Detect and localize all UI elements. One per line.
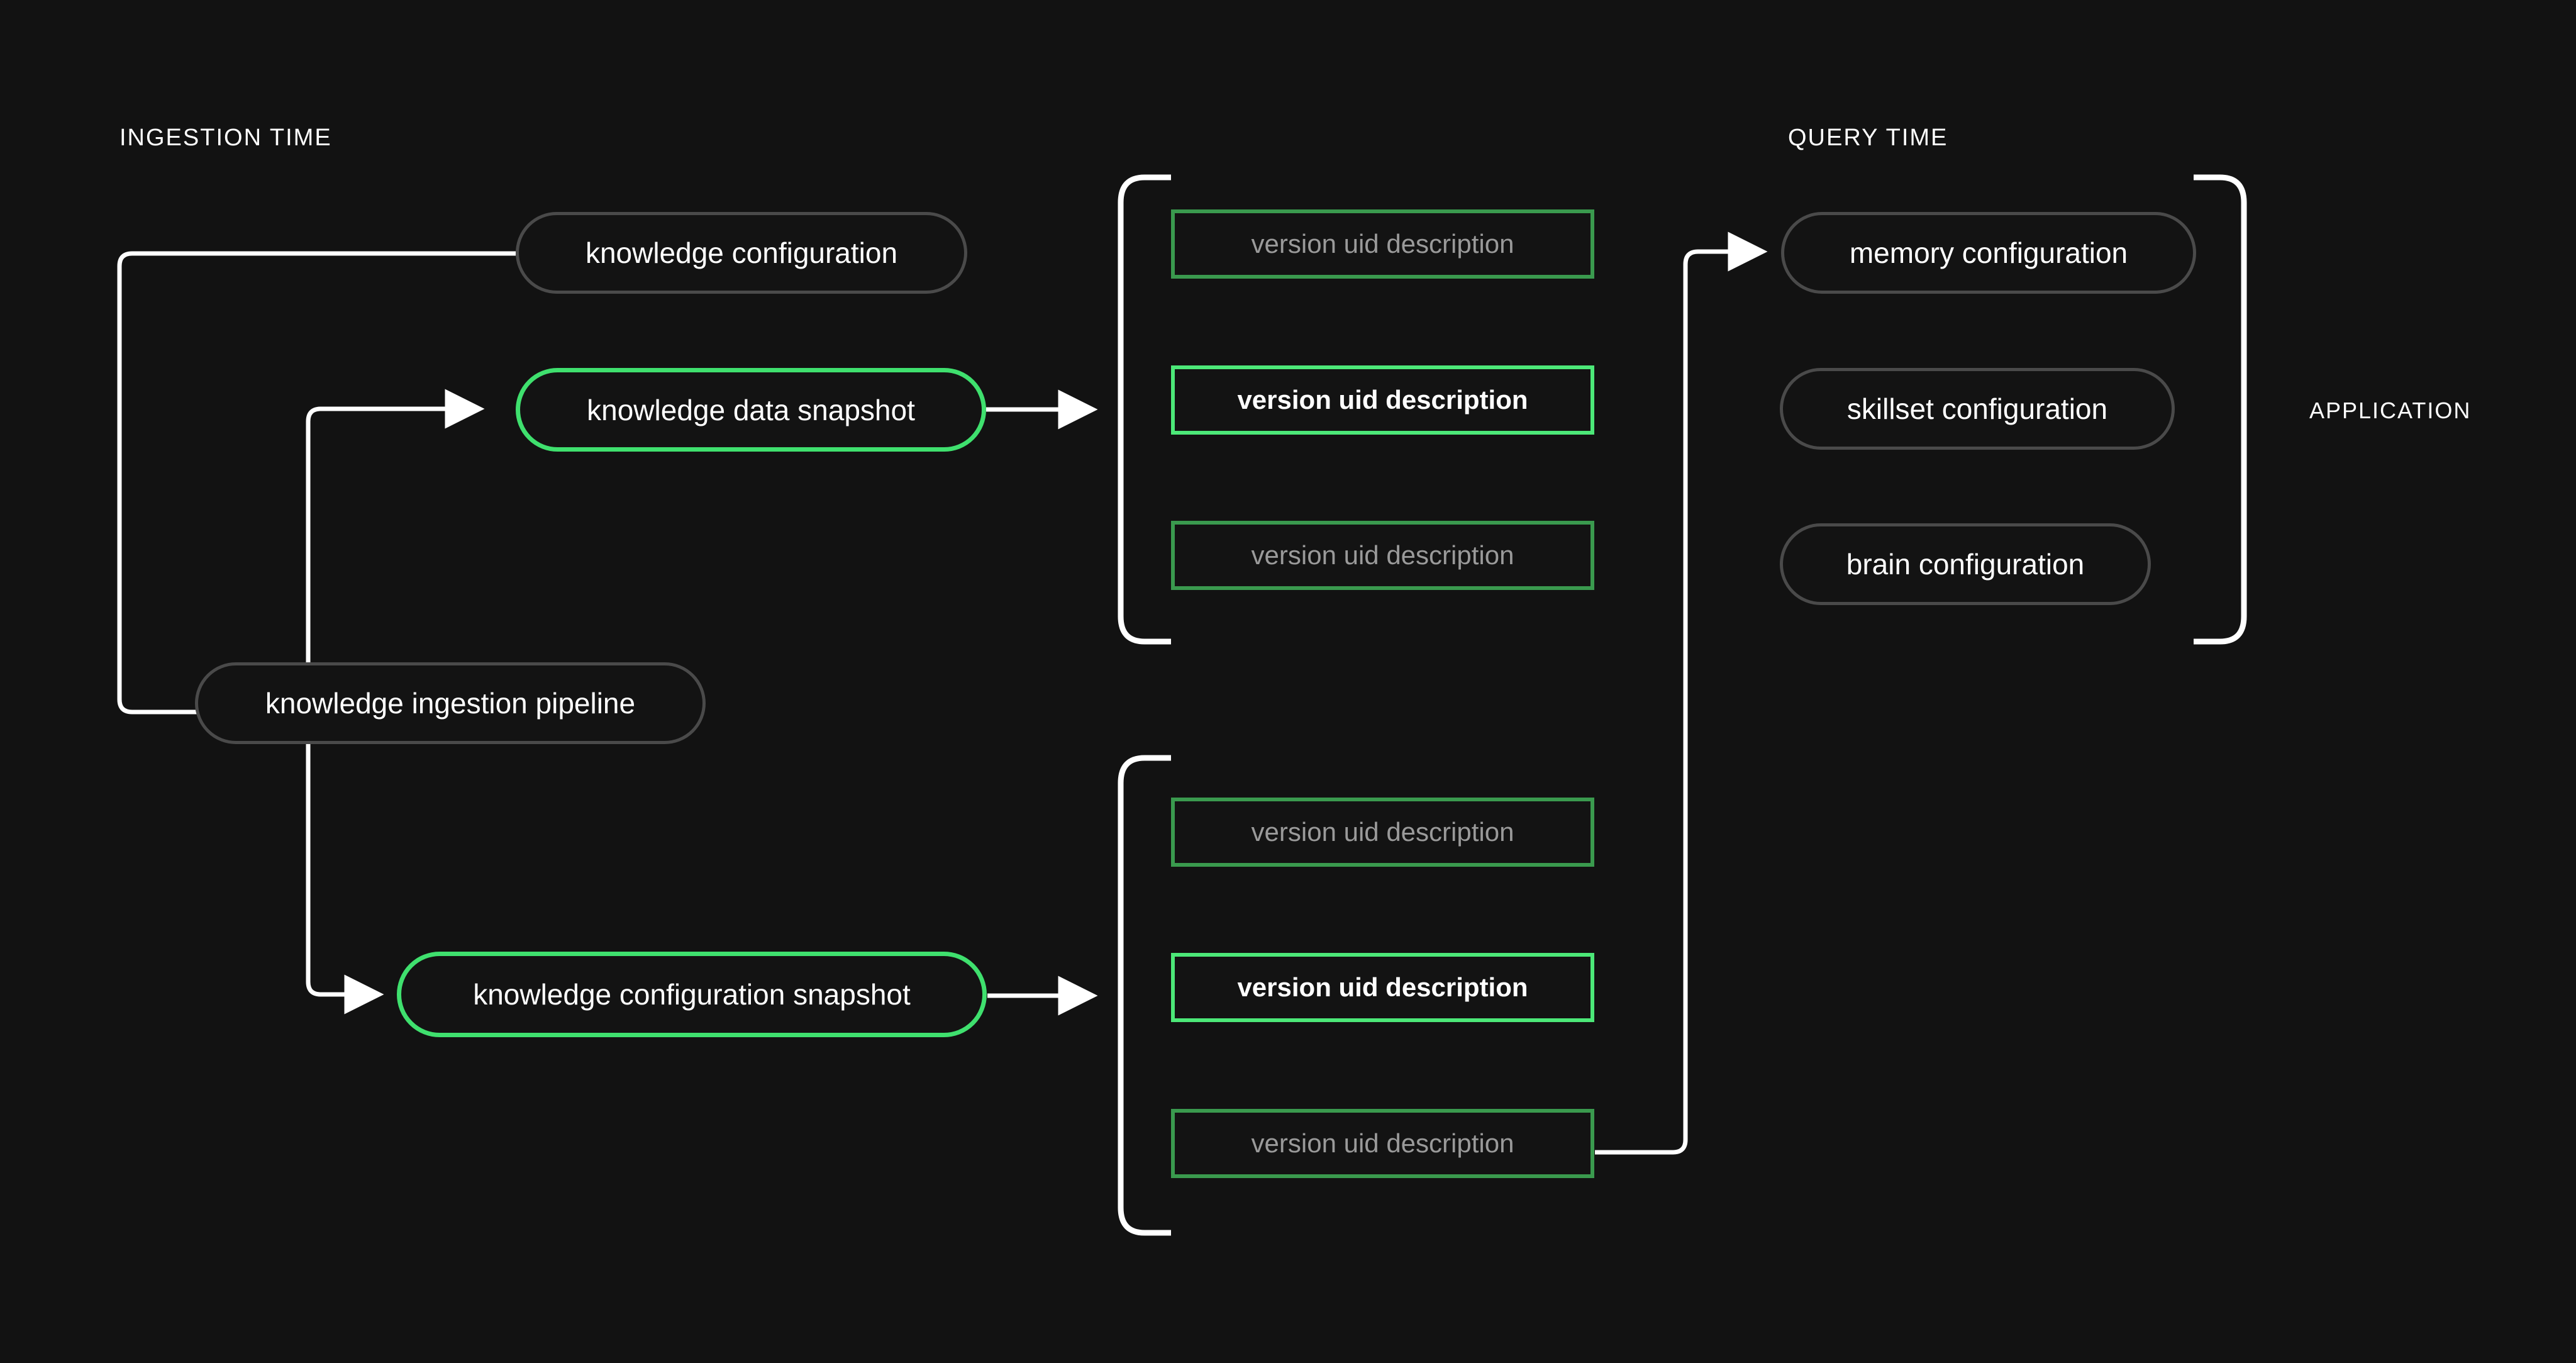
- label-query-time: QUERY TIME: [1788, 125, 1948, 151]
- node-knowledge-configuration-snapshot-label: knowledge configuration snapshot: [473, 978, 911, 1011]
- version-record[interactable]: version uid description: [1171, 521, 1594, 590]
- version-record-label: version uid description: [1251, 817, 1514, 847]
- node-knowledge-data-snapshot-label: knowledge data snapshot: [587, 393, 915, 426]
- node-skillset-configuration-label: skillset configuration: [1846, 392, 2108, 425]
- node-brain-configuration[interactable]: brain configuration: [1780, 523, 2151, 605]
- node-memory-configuration[interactable]: memory configuration: [1781, 212, 2196, 294]
- wire-version-to-memory-configuration: [1595, 231, 1768, 1155]
- node-knowledge-ingestion-pipeline[interactable]: knowledge ingestion pipeline: [195, 662, 706, 744]
- version-record-active[interactable]: version uid description: [1171, 365, 1594, 435]
- version-record-active[interactable]: version uid description: [1171, 953, 1594, 1022]
- version-record-label: version uid description: [1251, 1128, 1514, 1158]
- node-knowledge-configuration[interactable]: knowledge configuration: [516, 212, 967, 294]
- version-record-label: version uid description: [1251, 229, 1514, 259]
- wire-config-to-pipeline: [117, 251, 516, 732]
- bracket-data-versions: [1118, 174, 1171, 645]
- version-record[interactable]: version uid description: [1171, 798, 1594, 867]
- label-ingestion-time: INGESTION TIME: [119, 125, 332, 151]
- node-knowledge-ingestion-pipeline-label: knowledge ingestion pipeline: [265, 687, 636, 720]
- node-brain-configuration-label: brain configuration: [1846, 548, 2085, 581]
- node-skillset-configuration[interactable]: skillset configuration: [1780, 368, 2175, 450]
- version-record-label: version uid description: [1251, 540, 1514, 570]
- bracket-application: [2194, 174, 2247, 645]
- version-record[interactable]: version uid description: [1171, 209, 1594, 279]
- node-knowledge-configuration-snapshot[interactable]: knowledge configuration snapshot: [397, 952, 987, 1037]
- label-application: APPLICATION: [2309, 398, 2472, 423]
- version-record[interactable]: version uid description: [1171, 1109, 1594, 1178]
- version-record-label: version uid description: [1237, 972, 1528, 1002]
- node-knowledge-configuration-label: knowledge configuration: [585, 236, 898, 269]
- node-memory-configuration-label: memory configuration: [1849, 236, 2128, 269]
- node-knowledge-data-snapshot[interactable]: knowledge data snapshot: [516, 368, 986, 452]
- bracket-config-versions: [1118, 755, 1171, 1236]
- version-record-label: version uid description: [1237, 385, 1528, 414]
- wire-pipeline-to-config-snapshot: [306, 717, 384, 1015]
